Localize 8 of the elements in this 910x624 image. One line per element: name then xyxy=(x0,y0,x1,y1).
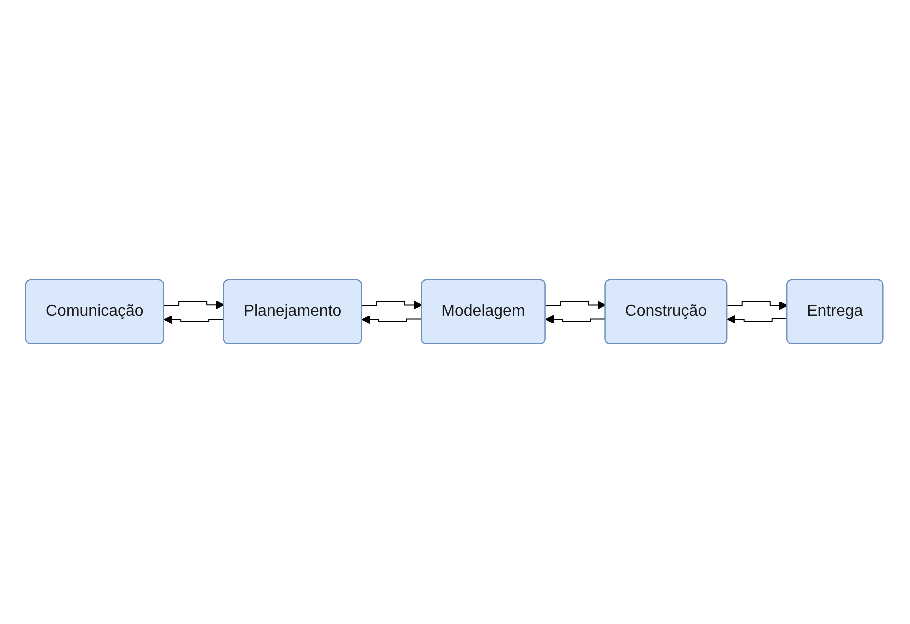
arrow xyxy=(728,301,788,310)
arrow xyxy=(546,315,607,324)
arrow xyxy=(164,315,226,324)
arrow xyxy=(362,315,424,324)
arrow xyxy=(164,300,226,310)
arrow xyxy=(728,315,789,324)
arrow xyxy=(546,300,607,310)
arrow xyxy=(362,300,424,310)
